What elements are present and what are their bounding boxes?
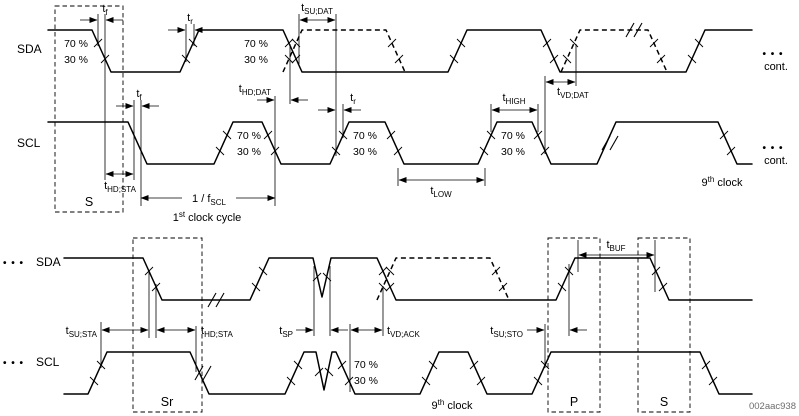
sda-top-waveform	[47, 29, 753, 73]
level-30-label: 30 %	[354, 375, 378, 387]
sda-bottom-waveform	[63, 257, 753, 301]
scl-top-continuation-dots: • • •	[762, 143, 783, 154]
start-after-stop-condition-letter: S	[660, 395, 668, 409]
thddat-label: tHD;DAT	[239, 83, 271, 97]
start-after-stop-condition-box	[637, 237, 691, 413]
sda-top-dashed-data-pulse-2	[560, 29, 668, 73]
tsusto-label: tSU;STO	[490, 325, 523, 339]
stop-condition-box	[547, 237, 601, 413]
scl-top-cont-label: cont.	[764, 155, 788, 167]
dimension-arrows	[80, 17, 655, 333]
sda-bottom-dashed-ack-pulse	[376, 257, 510, 301]
tbuf-label: tBUF	[606, 239, 625, 253]
level-70-label: 70 %	[501, 130, 525, 142]
tvdack-label: tVD;ACK	[387, 325, 421, 339]
level-percentage-labels: 70 % 30 % 70 % 30 % 70 % 30 % 70 % 30 % …	[64, 38, 525, 387]
level-70-label: 70 %	[64, 38, 88, 50]
sda-bottom-continuation-dots: • • •	[3, 258, 24, 269]
level-30-label: 30 %	[244, 54, 268, 66]
start-condition-box	[54, 5, 124, 213]
scl-bottom-waveform	[63, 351, 753, 395]
scl-bottom-label: SCL	[36, 355, 60, 369]
timing-parameter-labels: tf tr tf tr tSU;DAT tHD;DAT tVD;DAT tHD;…	[66, 2, 626, 339]
repeated-start-condition-letter: Sr	[161, 395, 174, 409]
level-30-label: 30 %	[237, 146, 261, 158]
sda-top-dashed-data-pulse-1	[282, 29, 406, 73]
edge-crossing-ticks	[89, 38, 736, 386]
scl-top-waveform	[47, 121, 753, 165]
tr-sda-label: tr	[187, 12, 193, 26]
ninth-clock-annotation-bottom: 9th clock	[432, 398, 473, 412]
sda-bottom-label: SDA	[36, 255, 61, 269]
level-70-label: 70 %	[244, 38, 268, 50]
tsudat-label: tSU;DAT	[301, 2, 333, 16]
level-30-label: 30 %	[353, 146, 377, 158]
level-70-label: 70 %	[354, 359, 378, 371]
sda-top-continuation-dots: • • •	[762, 49, 783, 60]
condition-boxes	[54, 5, 691, 413]
level-30-label: 30 %	[501, 146, 525, 158]
tf-sda-label: tf	[102, 3, 108, 17]
thdsta-bottom-label: tHD;STA	[201, 325, 233, 339]
level-70-label: 70 %	[353, 130, 377, 142]
sda-top-cont-label: cont.	[764, 61, 788, 73]
thigh-label: tHIGH	[502, 92, 525, 106]
start-condition-letter: S	[85, 195, 93, 209]
tvddat-label: tVD;DAT	[557, 86, 589, 100]
sda-top-label: SDA	[17, 42, 42, 56]
level-70-label: 70 %	[237, 130, 261, 142]
scl-bottom-continuation-dots: • • •	[3, 358, 24, 369]
first-clock-cycle-annotation: 1st clock cycle	[173, 210, 242, 224]
figure-code: 002aac938	[749, 401, 796, 412]
ninth-clock-annotation-top: 9th clock	[702, 175, 743, 189]
tsp-label: tSP	[279, 325, 293, 339]
waveform-break-marks	[194, 22, 643, 381]
stop-condition-letter: P	[570, 395, 578, 409]
tlow-label: tLOW	[430, 185, 452, 199]
dimension-extension-lines	[97, 14, 656, 392]
fscl-period-label: 1 / fSCL	[192, 193, 226, 207]
thdsta-top-label: tHD;STA	[104, 180, 136, 194]
repeated-start-condition-box	[132, 237, 203, 413]
tsusta-label: tSU;STA	[66, 325, 98, 339]
tr-scl-label: tr	[350, 92, 356, 106]
scl-top-label: SCL	[17, 136, 41, 150]
tf-scl-label: tf	[136, 88, 142, 102]
level-30-label: 30 %	[64, 54, 88, 66]
